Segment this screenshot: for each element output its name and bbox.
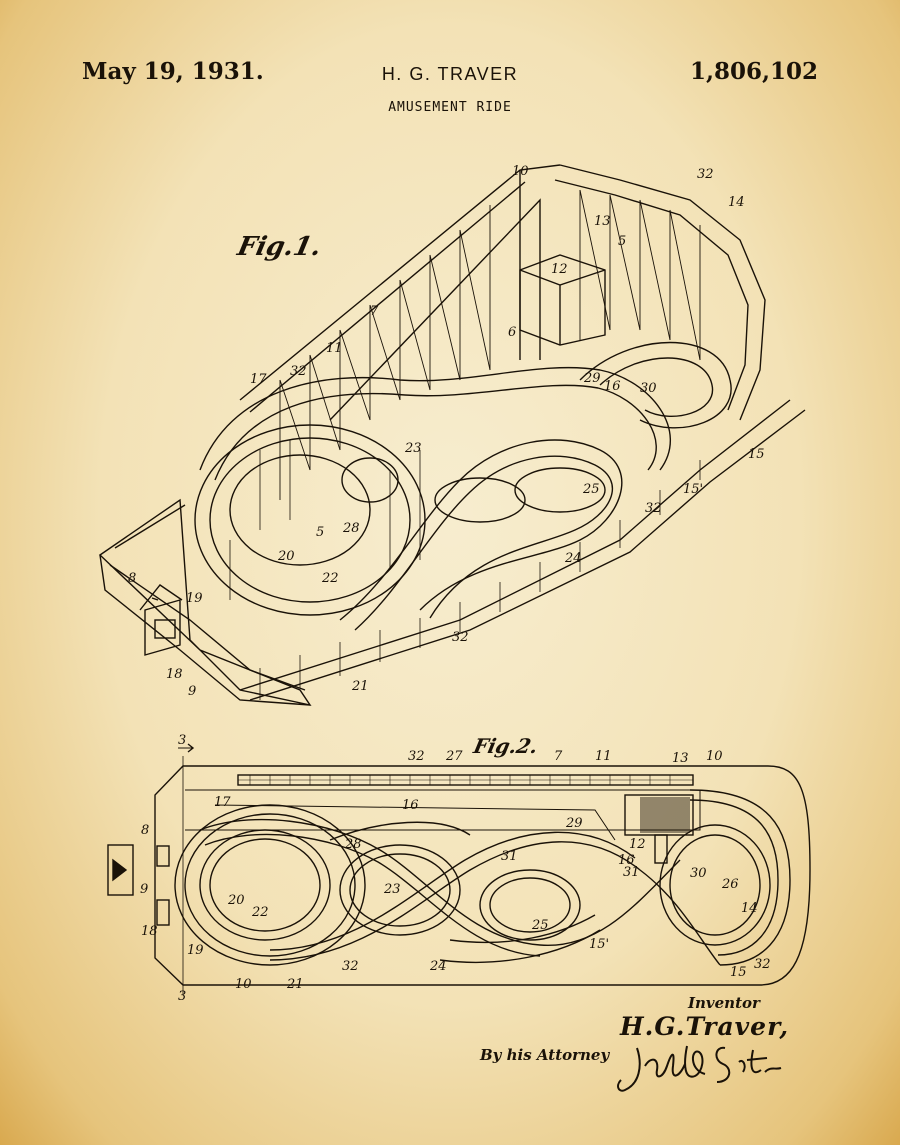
fig2-ref: 32 — [754, 957, 771, 972]
fig2-ref: 27 — [445, 749, 463, 764]
patent-title: AMUSEMENT RIDE — [388, 100, 512, 115]
inventor-label: Inventor — [688, 994, 760, 1012]
fig2-ref: 16 — [618, 853, 635, 868]
fig2-ref: 17 — [214, 795, 231, 810]
fig1-ref: 11 — [326, 341, 343, 356]
fig2-ref: 31 — [501, 849, 518, 864]
fig1-ref: 32 — [290, 364, 307, 379]
fig1-ref: 15 — [748, 447, 765, 462]
fig2-ref: 9 — [140, 882, 148, 897]
fig2-ref: 3 — [178, 989, 186, 1004]
fig2-ref: 21 — [286, 977, 304, 992]
fig1-ref: 5 — [618, 234, 626, 249]
fig2-ref: 16 — [402, 798, 419, 813]
fig2-drawing — [107, 743, 811, 995]
fig1-ref: 14 — [728, 195, 745, 210]
fig1-ref: 10 — [512, 164, 529, 179]
fig2-ref: 10 — [706, 749, 723, 764]
fig1-ref: 8 — [128, 571, 136, 586]
fig2-label: Fig.2. — [471, 734, 541, 758]
fig1-ref: 20 — [277, 549, 295, 564]
fig2-ref: 20 — [227, 893, 245, 908]
fig1-ref: 6 — [508, 325, 516, 340]
patent-number: 1,806,102 — [689, 58, 818, 85]
fig2-ref: 11 — [595, 749, 612, 764]
fig1-ref: 32 — [697, 167, 714, 182]
fig2-ref: 28 — [344, 837, 362, 852]
fig2-ref: 32 — [342, 959, 359, 974]
fig2-ref: 12 — [629, 837, 646, 852]
fig2-reference-numerals: 3 32 27 7 11 13 10 17 16 29 8 12 28 31 1… — [140, 733, 771, 1004]
attorney-signature — [617, 1045, 782, 1092]
fig2-ref: 23 — [383, 882, 401, 897]
fig1-ref: 29 — [583, 371, 601, 386]
fig2-ref: 24 — [429, 959, 447, 974]
fig1-ref: 12 — [551, 262, 568, 277]
fig1-ref: 7 — [370, 304, 379, 319]
attorney-line: By his Attorney — [480, 1046, 610, 1064]
fig1-ref: 28 — [342, 521, 360, 536]
fig1-ref: 17 — [250, 372, 267, 387]
fig2-ref: 30 — [690, 866, 707, 881]
fig2-ref: 10 — [235, 977, 252, 992]
fig2-ref: 15' — [589, 937, 609, 952]
fig2-ref: 15 — [730, 965, 747, 980]
fig1-ref: 9 — [188, 684, 196, 699]
fig2-ref: 22 — [251, 905, 269, 920]
fig1-ref: 23 — [404, 441, 422, 456]
inventor-signature-name: H.G.Traver, — [620, 1012, 790, 1041]
fig1-ref: 15' — [683, 482, 703, 497]
fig2-ref: 19 — [187, 943, 204, 958]
fig1-ref: 24 — [564, 551, 582, 566]
fig1-ref: 22 — [321, 571, 339, 586]
fig2-ref: 13 — [672, 751, 689, 766]
fig2-ref: 14 — [741, 901, 758, 916]
fig1-ref: 19 — [186, 591, 203, 606]
fig2-ref: 32 — [408, 749, 425, 764]
fig2-ref: 7 — [554, 749, 563, 764]
fig1-ref: 32 — [452, 630, 469, 645]
fig1-drawing — [98, 164, 806, 707]
fig1-ref: 21 — [351, 679, 369, 694]
fig2-ref: 25 — [531, 918, 549, 933]
fig1-ref: 18 — [166, 667, 183, 682]
fig2-ref: 8 — [141, 823, 149, 838]
fig2-ref: 3 — [178, 733, 186, 748]
fig1-ref: 5 — [316, 525, 324, 540]
fig1-ref: 32 — [645, 501, 662, 516]
patent-date: May 19, 1931. — [82, 58, 264, 85]
fig2-ref: 31 — [623, 865, 640, 880]
fig1-ref: 30 — [640, 381, 657, 396]
fig2-ref: 26 — [721, 877, 739, 892]
fig1-ref: 25 — [582, 482, 600, 497]
fig2-ref: 29 — [565, 816, 583, 831]
fig1-reference-numerals: 10 32 14 13 12 5 7 6 11 17 32 29 16 30 2… — [128, 164, 765, 699]
inventor-name-header: H. G. TRAVER — [381, 64, 519, 84]
fig1-ref: 16 — [604, 379, 621, 394]
fig2-ref: 18 — [141, 924, 158, 939]
fig1-ref: 13 — [594, 214, 611, 229]
fig1-label: Fig.1. — [234, 232, 324, 262]
